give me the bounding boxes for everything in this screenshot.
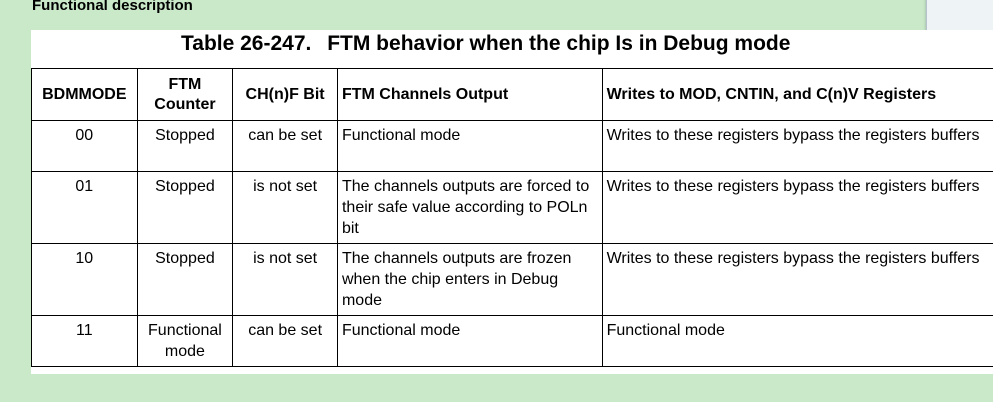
section-header: Functional description: [32, 0, 193, 14]
ftm-debug-table: BDMMODE FTM Counter CH(n)F Bit FTM Chann…: [31, 68, 993, 367]
document-page: Table 26-247. FTM behavior when the chip…: [31, 30, 993, 374]
cell-chf-bit: can be set: [232, 120, 338, 172]
table-number: Table 26-247.: [181, 32, 312, 55]
cell-writes-registers: Writes to these registers bypass the reg…: [601, 171, 993, 244]
table-row: 11 Functional mode can be set Functional…: [31, 315, 993, 367]
cell-writes-registers: Writes to these registers bypass the reg…: [601, 243, 993, 316]
header-chf-bit: CH(n)F Bit: [232, 68, 338, 121]
header-writes-registers: Writes to MOD, CNTIN, and C(n)V Register…: [601, 68, 993, 121]
table-title-text: FTM behavior when the chip Is in Debug m…: [327, 32, 791, 55]
header-ftm-channels-output: FTM Channels Output: [336, 68, 603, 121]
cell-bdmmode: 01: [31, 171, 138, 244]
cell-chf-bit: is not set: [232, 243, 338, 316]
cell-chf-bit: is not set: [232, 171, 338, 244]
table-title: Table 26-247. FTM behavior when the chip…: [31, 30, 993, 60]
cell-channels-output: The channels outputs are forced to their…: [336, 171, 603, 244]
table-row: 00 Stopped can be set Functional mode Wr…: [31, 120, 993, 172]
cell-channels-output: Functional mode: [336, 120, 603, 172]
cell-ftm-counter: Functional mode: [136, 315, 234, 367]
table-row: 01 Stopped is not set The channels outpu…: [31, 171, 993, 244]
cell-chf-bit: can be set: [232, 315, 338, 367]
table-row: 10 Stopped is not set The channels outpu…: [31, 243, 993, 316]
cell-bdmmode: 11: [31, 315, 138, 367]
cell-bdmmode: 00: [31, 120, 138, 172]
cell-bdmmode: 10: [31, 243, 138, 316]
cell-ftm-counter: Stopped: [136, 171, 234, 244]
cell-ftm-counter: Stopped: [136, 120, 234, 172]
cell-channels-output: The channels outputs are frozen when the…: [336, 243, 603, 316]
cell-writes-registers: Writes to these registers bypass the reg…: [601, 120, 993, 172]
header-bdmmode: BDMMODE: [31, 68, 138, 121]
cell-writes-registers: Functional mode: [601, 315, 993, 367]
table-header-row: BDMMODE FTM Counter CH(n)F Bit FTM Chann…: [31, 68, 993, 121]
header-ftm-counter: FTM Counter: [136, 68, 234, 121]
cell-ftm-counter: Stopped: [136, 243, 234, 316]
cell-channels-output: Functional mode: [336, 315, 603, 367]
